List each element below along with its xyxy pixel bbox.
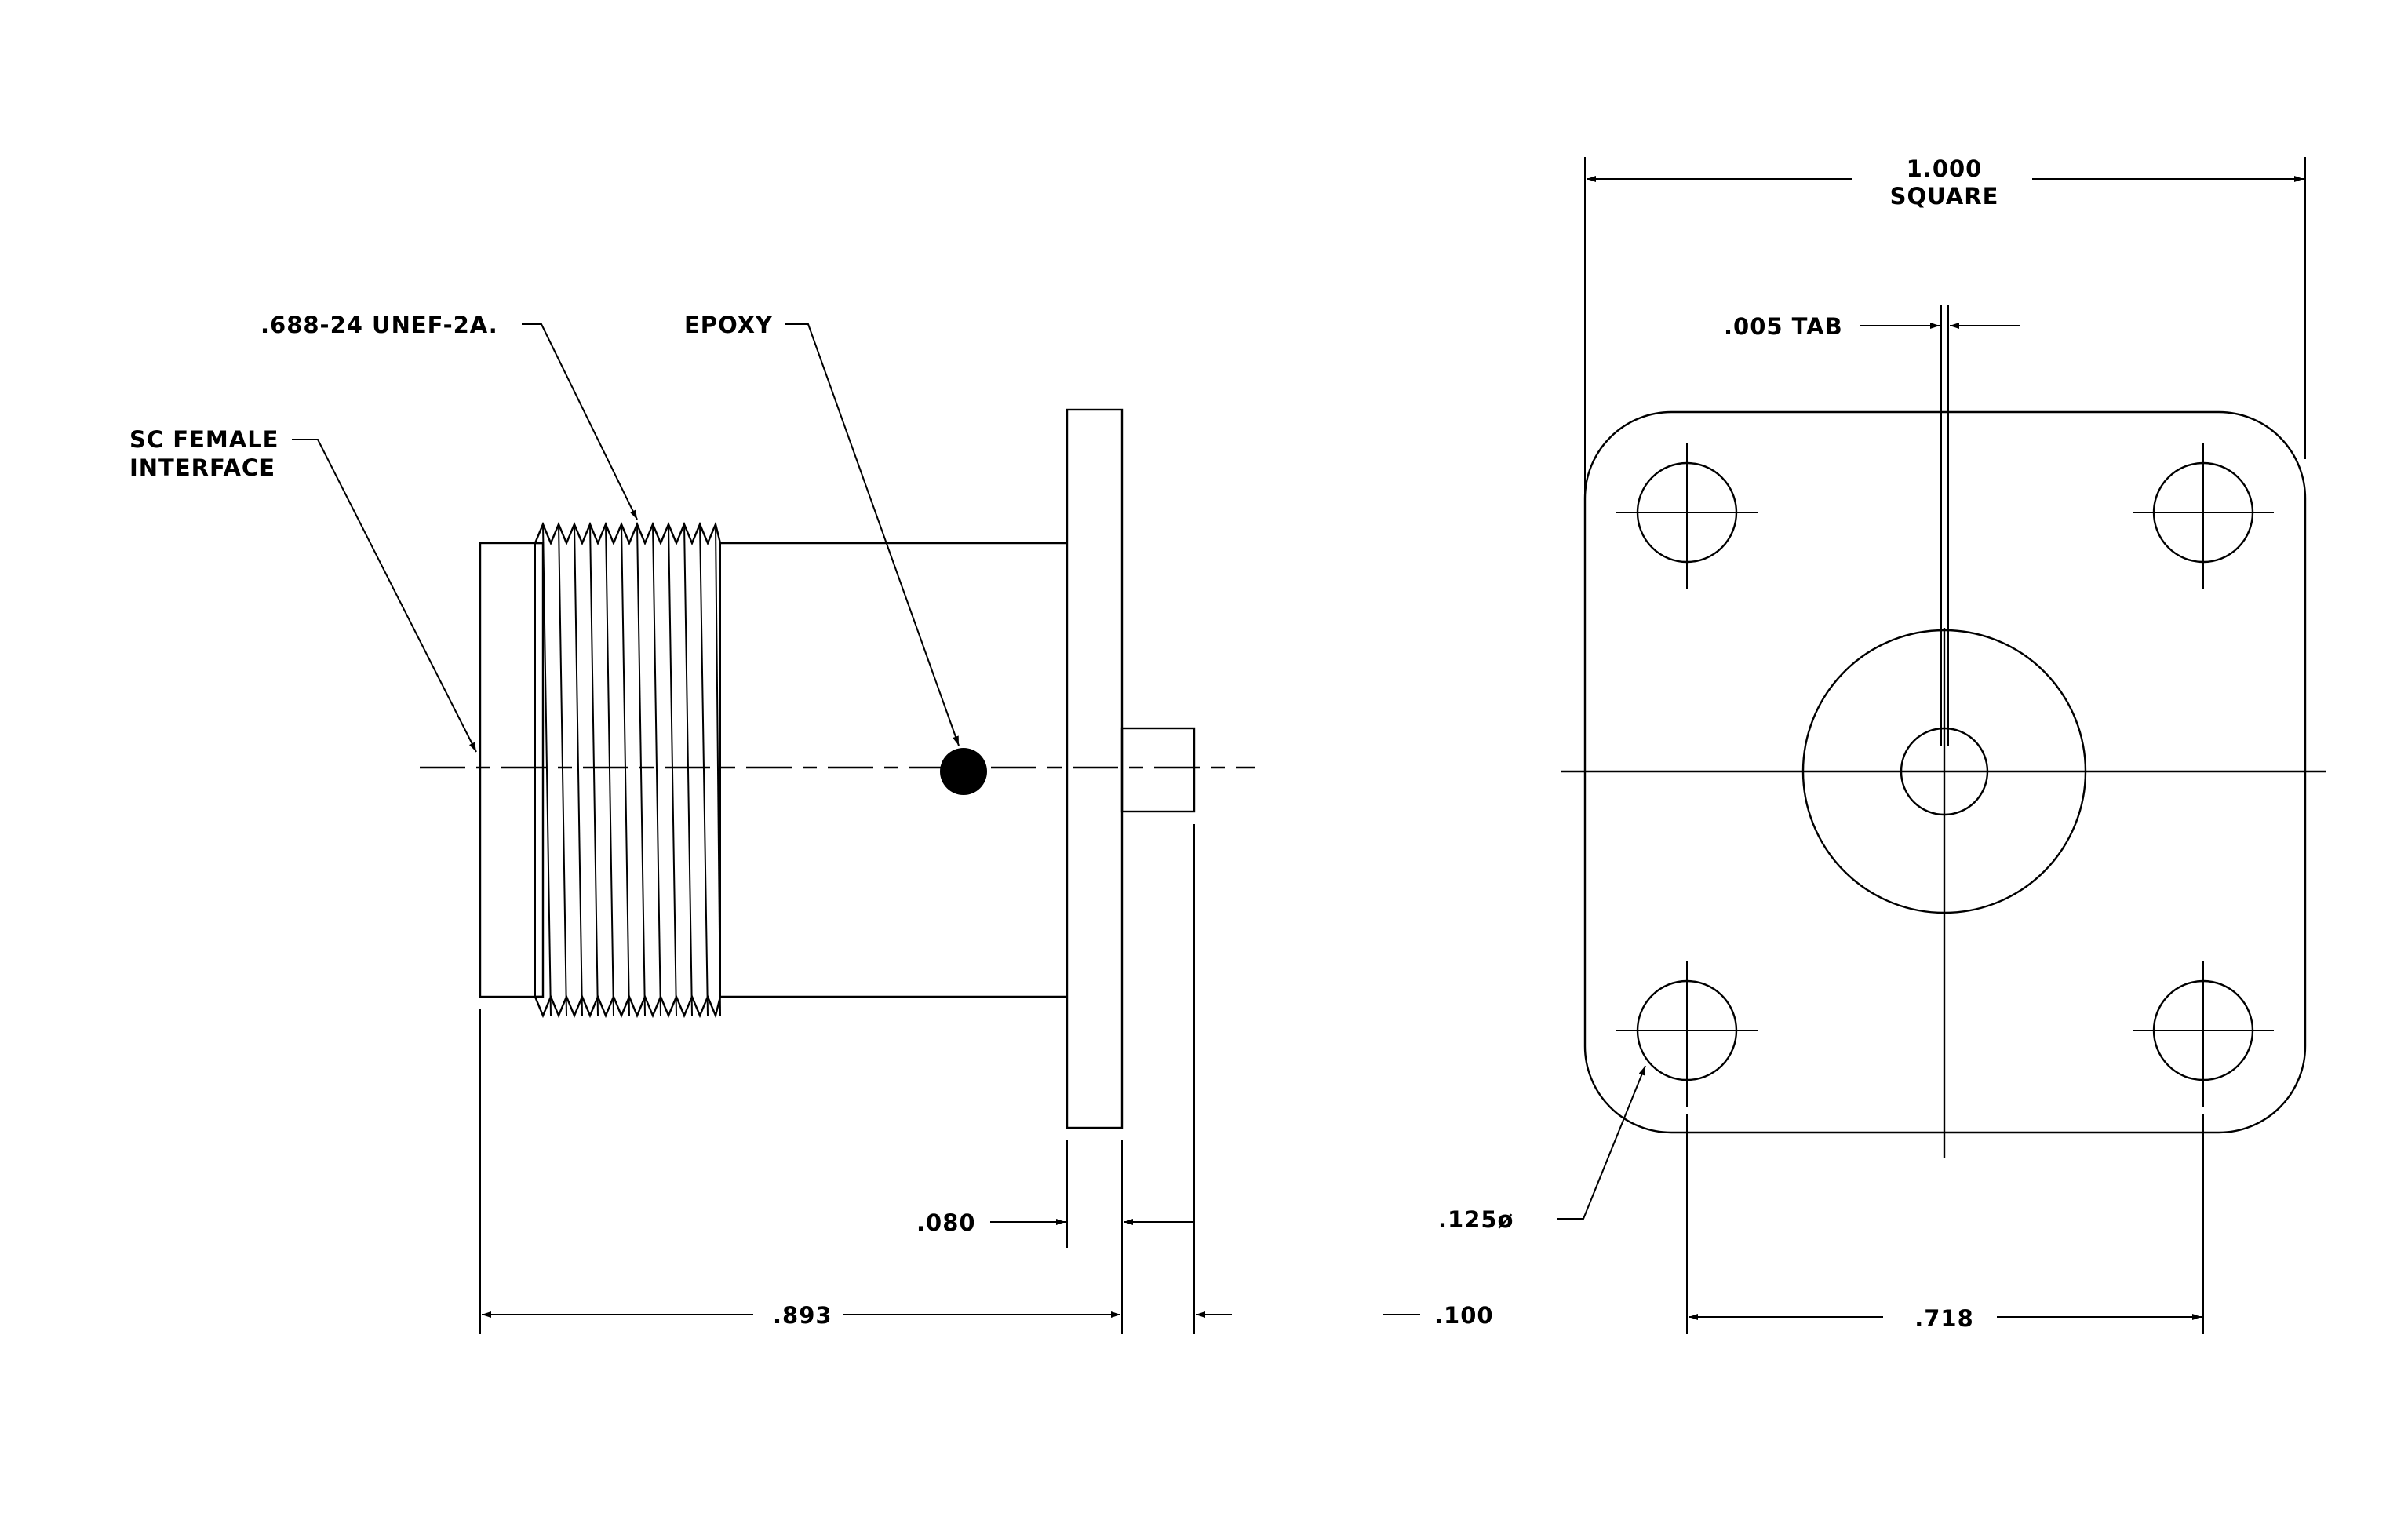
epoxy-dot — [940, 748, 987, 795]
thread-leader — [522, 323, 638, 520]
thread-label: .688-24 UNEF-2A. — [260, 312, 498, 338]
dim-893-label: .893 — [773, 1302, 832, 1329]
square-label-2: SQUARE — [1890, 183, 1999, 210]
center-pin — [1900, 727, 1989, 816]
hole-dia-leader — [1557, 1065, 1646, 1220]
epoxy-label: EPOXY — [684, 312, 773, 338]
sc-female-label-2: INTERFACE — [129, 454, 275, 481]
flange — [1066, 408, 1124, 1129]
dim-718-label: .718 — [1914, 1305, 1974, 1332]
side-view: SC FEMALE INTERFACE .688-24 UNEF-2A. EPO… — [129, 312, 1494, 1334]
hole-top-left — [1616, 443, 1758, 589]
hole-top-right — [2133, 443, 2274, 589]
rear-pin — [1120, 727, 1196, 813]
hole-dia-label: .125ø — [1438, 1206, 1514, 1233]
thread-top-edge — [534, 521, 722, 546]
sc-female-label-1: SC FEMALE — [129, 426, 279, 453]
thread-lines — [534, 523, 721, 1016]
thread-bottom-edge — [534, 994, 722, 1019]
hole-bottom-left — [1616, 961, 1758, 1107]
square-label-1: 1.000 — [1907, 155, 1983, 182]
sc-female-leader — [292, 439, 477, 753]
center-boss — [1801, 629, 2087, 914]
epoxy-leader — [785, 323, 960, 746]
dim-080-label: .080 — [916, 1209, 976, 1236]
dim-100-label: .100 — [1434, 1302, 1494, 1329]
front-view: 1.000 SQUARE .005 TAB .125ø .718 — [1438, 155, 2326, 1334]
tab-label: .005 TAB — [1724, 313, 1843, 340]
hole-bottom-right — [2133, 961, 2274, 1107]
interface-body — [479, 542, 545, 998]
